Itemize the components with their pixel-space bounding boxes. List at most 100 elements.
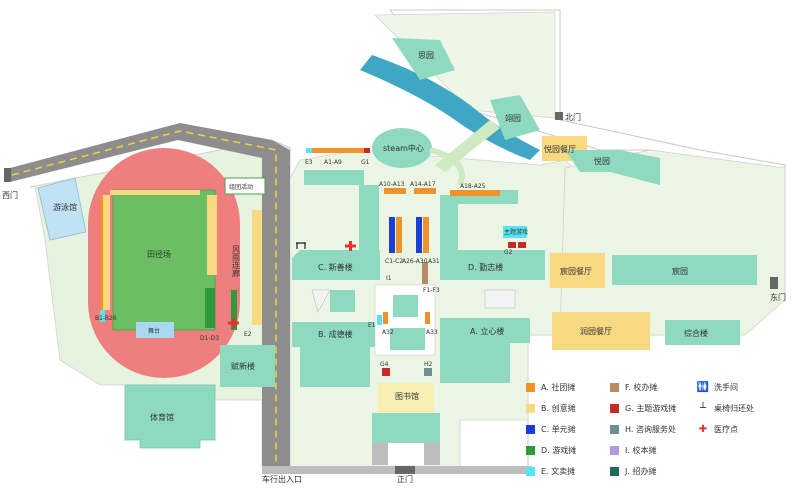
library-steps-inner [388,443,424,465]
stall-e1 [377,315,382,325]
corridor-stalls-2 [231,290,237,330]
stalls-a10-a13 [384,188,406,194]
legend-label: I. 校本摊 [625,445,657,455]
zone-tag-a18: A18-A25 [460,183,486,190]
legend-item: F. 校办摊 [610,381,657,393]
stalls-a26-a30 [396,217,402,253]
south-gate-label: 正门 [397,474,413,484]
sishan-wing-2 [359,185,379,255]
field-label: 田径场 [147,249,171,259]
legend-swatch [526,445,535,455]
stage [136,322,174,338]
stalls-c2 [416,217,422,253]
chengde-building [292,322,378,347]
west-court-lawn [330,290,355,312]
sishan-wing [304,170,364,185]
legend-label: F. 校办摊 [625,382,658,392]
lixin-building [440,318,530,343]
legend-swatch [610,424,619,434]
zone-tag-c1: C1-C2 [385,258,403,265]
legend-label: C. 单元摊 [541,424,576,434]
stall-h2 [424,368,432,376]
zone-tag-g4: G4 [380,361,389,368]
road-centerline [11,130,277,468]
zone-tag-d1: D1-D3 [200,335,219,342]
legend-item: C. 单元摊 [526,423,576,435]
stage-acts-box [224,177,266,195]
zone-tag-f1: F1-F3 [423,287,440,294]
north-gate-post [555,112,563,120]
runyuan-canteen [552,312,650,350]
yiyuan-building [490,95,540,140]
zone-tag-i1: I1 [386,275,392,282]
return-icon [296,242,306,249]
steam-path [429,147,465,187]
zone-tag-a33: A33 [426,329,438,336]
stalls-c [389,217,395,253]
legend-item: B. 创意摊 [526,402,576,414]
perimeter-road [10,123,290,470]
stall-e3 [306,148,312,153]
zone-tag-e1: E1 [368,322,376,329]
gym-label: 体育馆 [150,412,174,422]
yueyuan [565,150,660,185]
west-gate-label: 西门 [2,190,18,200]
steam-label: steam中心 [383,143,424,153]
legend-item: ┴桌椅归还处 [696,402,754,414]
plaza-lawn [393,295,418,317]
legend-item: J. 招办摊 [610,465,656,477]
sishan-building [292,250,380,280]
fuxin-building [220,345,275,387]
legend-swatch [526,382,535,392]
steam-center [372,128,432,168]
stalls-top [110,190,200,195]
green-area-east [559,149,786,336]
zone-tag-e2: E2 [244,331,252,338]
north-path [435,120,500,172]
stalls-a14-a17 [414,188,436,194]
legend-item: D. 游戏摊 [526,444,576,456]
vehicle-entrance-label: 车行出入口 [262,474,302,484]
east-gate-label: 东门 [770,292,786,302]
legend-label: D. 游戏摊 [541,445,577,455]
legend-swatch [610,403,619,413]
zone-tag-a10: A10-A13 [379,181,405,188]
yueyuan-canteen-label: 悦园餐厅 [544,144,576,154]
yueyuan-label: 悦园 [594,156,610,166]
zone-tag-a14: A14-A17 [410,181,436,188]
stall-g1 [364,148,370,153]
library-building [378,383,434,413]
medical-cross-icon [345,241,356,251]
legend-label: 医疗点 [714,424,738,434]
river [360,55,540,160]
stalls-b-left-mark [100,195,103,310]
stalls-a-c2 [423,217,429,253]
hongyuan-label: 宸园 [672,266,688,276]
lizhi-wing [440,195,458,255]
lizhi-label: D. 勤志楼 [468,262,503,272]
swimming-pool-building [37,177,87,241]
stalls-a1-a9 [312,148,364,153]
lixin-label: A. 立心楼 [470,326,504,336]
legend-swatch [526,403,535,413]
fuxin-label: 赋新楼 [231,361,255,371]
runyuan-canteen-label: 润园餐厅 [580,326,612,336]
medical-cross-icon: ✚ [698,423,708,435]
siyuan-label: 思园 [418,51,434,60]
chengde-wing [300,347,370,387]
zone-tag-h2: H2 [424,361,433,368]
zone-tag-a32: A32 [382,329,394,336]
legend-label: H. 咨询服务处 [625,424,676,434]
corridor-stalls [252,210,262,325]
zone-tag-b-mid: A26-A30 [402,258,428,265]
gym-building [124,384,216,449]
legend-item: G. 主题游戏摊 [610,402,676,414]
stalls-f [422,262,428,284]
complex-building [665,320,740,345]
chengde-label: B. 成德楼 [318,329,353,339]
legend-swatch [610,466,619,476]
theme-box-label: 主题游戏 [504,228,528,236]
stalls-right-games-2 [100,310,105,322]
football-field [112,189,216,331]
